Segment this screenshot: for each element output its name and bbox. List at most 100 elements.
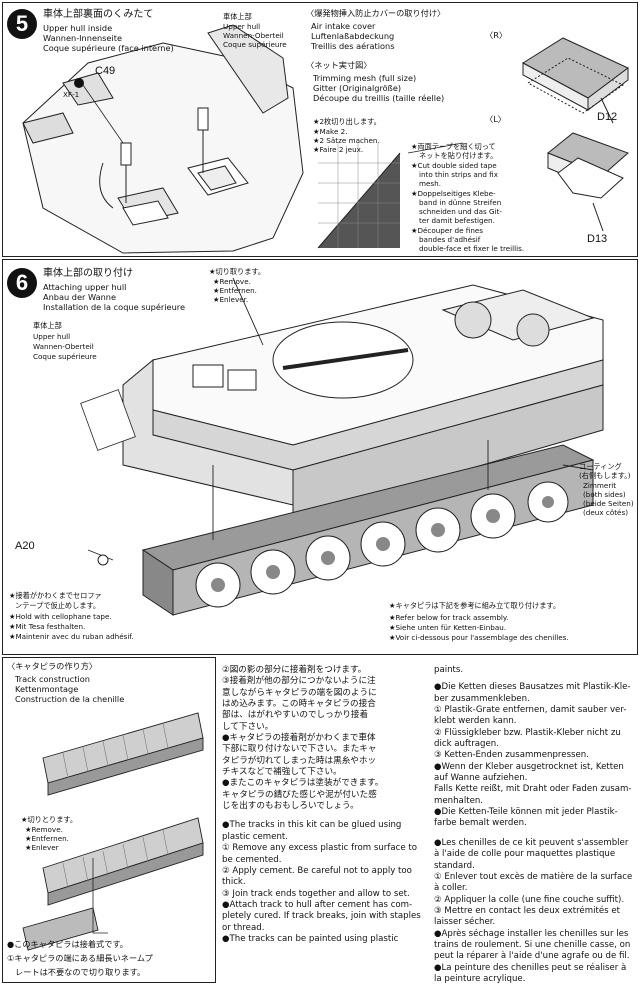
step6-remove-en: ★Remove. xyxy=(213,277,251,286)
hold-de: ★Mit Tesa festhalten. xyxy=(9,622,86,631)
step6-upper-hull-fr: Coque supérieure xyxy=(33,352,97,361)
track-instructions-col2: ②図の影の部分に接着剤をつけます。 ③接着剤が他の部分につかないように注 意しな… xyxy=(222,665,427,945)
col3-fr-5: à coller. xyxy=(434,883,468,894)
track-ref-fr: ★Voir ci-dessous pour l'assemblage des c… xyxy=(389,633,569,642)
make2-fr: ★Faire 2 jeux. xyxy=(313,145,364,154)
track-title-de: Kettenmontage xyxy=(15,684,79,694)
col2-ja-8: 下部に取り付けないで下さい。またキャ xyxy=(222,744,377,755)
coating-en-1: Zimmerit xyxy=(583,481,617,490)
col3-de-4: klebt werden kann. xyxy=(434,716,517,727)
cover-title-ja: 〈爆発物挿入防止カバーの取り付け〉 xyxy=(306,8,446,18)
col2-en-7: ③ Join track ends together and allow to … xyxy=(222,888,410,899)
col2-ja-11: ●またこのキャタピラは塗装ができます。 xyxy=(222,778,384,789)
tape-en-3: mesh. xyxy=(419,179,442,188)
col3-fr-6: ② Appliquer la colle (une fine couche su… xyxy=(434,894,625,905)
hold-ja-1: ★接着がかわくまでセロファ xyxy=(9,591,102,600)
step5-title-fr: Coque supérieure (face interne) xyxy=(43,43,174,53)
cover-title-fr: Treillis des aérations xyxy=(311,41,395,51)
tape-fr-2: bandes d'adhésif xyxy=(419,235,481,244)
step6-upper-hull-de: Wannen-Oberteil xyxy=(33,342,94,351)
col3-en-end: paints. xyxy=(434,665,464,675)
tape-de-4: ter damit befestigen. xyxy=(419,216,495,225)
track-remove-en: ★Remove. xyxy=(25,825,63,834)
track-instructions-col3: paints. ●Die Ketten dieses Bausatzes mit… xyxy=(434,665,638,985)
mesh-title-fr: Découpe du treillis (taille réelle) xyxy=(313,93,445,103)
coating-fr: (deux côtés) xyxy=(583,508,629,517)
coating-en-2: (both sides) xyxy=(583,490,626,499)
step5-panel: 5 車体上部裏面のくみたて Upper hull inside Wannen-I… xyxy=(2,2,638,257)
step6-remove-fr: ★Enlever. xyxy=(213,295,249,304)
col3-fr-12: ●La peinture des chenilles peut se réali… xyxy=(434,962,627,973)
col3-de-5: ② Flüssigkleber bzw. Plastik-Kleber nich… xyxy=(434,727,621,738)
hold-fr: ★Maintenir avec du ruban adhésif. xyxy=(9,632,134,641)
step5-title-en: Upper hull inside xyxy=(43,23,113,33)
col2-en-3: ① Remove any excess plastic from surface… xyxy=(222,843,417,854)
col3-fr-1: ●Les chenilles de ce kit peuvent s'assem… xyxy=(434,837,629,848)
track-note-ja-3: レートは不要なので切り取ります。 xyxy=(15,967,146,977)
coating-de: (beide Seiten) xyxy=(583,499,634,508)
step5-upper-hull-fr: Coque supérieure xyxy=(223,40,287,49)
step5-upper-hull-ja: 車体上部 xyxy=(223,12,252,21)
col3-fr-8: laisser sécher. xyxy=(434,917,496,928)
col3-fr-11: peut la réparer à l'aide d'une agrafe ou… xyxy=(434,951,630,962)
mesh-title-ja: 〈ネット実寸図〉 xyxy=(306,60,372,70)
track-title-en: Track construction xyxy=(15,674,90,684)
col2-en-11: ●The tracks can be painted using plastic xyxy=(222,933,399,944)
step6-title-ja: 車体上部の取り付け xyxy=(43,268,133,279)
tape-fr-3: double-face et fixer le treillis. xyxy=(419,244,525,253)
col2-ja-3: 意しながらキャタピラの端を図のように xyxy=(222,687,377,698)
col2-ja-2: ③接着剤が他の部分につかないように注 xyxy=(222,676,376,687)
step5-upper-hull-de: Wannen-Oberteil xyxy=(223,31,284,40)
coating-ja-2: (右側もします。) xyxy=(579,471,631,480)
col3-fr-4: ① Enlever tout excès de matière de la su… xyxy=(434,871,633,882)
cover-r-label: 〈R〉 xyxy=(485,30,508,40)
cover-l-label: 〈L〉 xyxy=(485,114,506,124)
col2-ja-12: キャタピラの錆びた感じや泥が付いた感 xyxy=(222,789,377,800)
tape-ja-1: ★両面テープを細く切って xyxy=(411,142,496,151)
track-ref-en: ★Refer below for track assembly. xyxy=(389,613,509,622)
col3-de-9: auf Wanne aufziehen. xyxy=(434,773,528,784)
col3-fr-13: la peinture acrylique. xyxy=(434,973,526,984)
col3-de-13: farbe bemalt werden. xyxy=(434,818,527,829)
col3-de-1: ●Die Ketten dieses Bausatzes mit Plastik… xyxy=(434,682,631,693)
part-c49-label: C49 xyxy=(95,65,116,77)
col2-en-5: ② Apply cement. Be careful not to apply … xyxy=(222,865,412,876)
tape-ja-2: ネットを貼り付けます。 xyxy=(419,151,498,160)
col3-de-6: dick auftragen. xyxy=(434,739,499,750)
step6-number: 6 xyxy=(7,268,37,298)
step5-illustration xyxy=(22,24,629,254)
col3-fr-7: ③ Mettre en contact les deux extrémités … xyxy=(434,905,620,916)
paint-xf1-label: XF-1 xyxy=(63,90,80,99)
hold-en: ★Hold with cellophane tape. xyxy=(9,612,112,621)
track-remove-de: ★Entfernen. xyxy=(25,834,69,843)
col2-en-2: plastic cement. xyxy=(222,831,289,842)
part-d12-label: D12 xyxy=(597,111,618,123)
track-remove-fr: ★Enlever xyxy=(25,843,59,852)
track-note-ja-1: ●このキャタピラは接着式です。 xyxy=(7,939,128,949)
col2-ja-13: じを出すのもおもしろいでしょう。 xyxy=(222,801,359,812)
col3-de-7: ③ Ketten-Enden zusammenpressen. xyxy=(434,750,589,761)
col3-de-10: Falls Kette reißt, mit Draht oder Faden … xyxy=(434,784,632,795)
col2-ja-1: ②図の影の部分に接着剤をつけます。 xyxy=(222,665,367,675)
col2-en-9: pletely cured. If track breaks, join wit… xyxy=(222,911,421,922)
col2-ja-5: 部は、はがれやすいのでしっかり接着 xyxy=(222,710,369,721)
step6-remove-ja: ★切り取ります。 xyxy=(209,267,266,276)
col3-fr-10: trains de roulement. Si une chenille cas… xyxy=(434,939,631,950)
col3-fr-2: à l'aide de colle pour maquettes plastiq… xyxy=(434,849,616,860)
step5-upper-hull-en: Upper hull xyxy=(223,22,261,31)
col2-ja-6: して下さい。 xyxy=(222,721,274,732)
tape-de-3: schneiden und das Git- xyxy=(419,207,502,216)
tape-en-2: into thin strips and fix xyxy=(419,170,498,179)
step6-title-de: Anbau der Wanne xyxy=(43,292,117,302)
tape-fr-1: ★Découper de fines xyxy=(411,226,484,235)
coating-ja-1: コーティング xyxy=(579,462,622,471)
make2-de: ★2 Sätze machen. xyxy=(313,136,380,145)
col3-de-12: ●Die Ketten-Teile können mit jeder Plast… xyxy=(434,807,618,818)
step6-upper-hull-en: Upper hull xyxy=(33,332,71,341)
mesh-title-en: Trimming mesh (full size) xyxy=(313,73,417,83)
col3-fr-9: ●Après séchage installer les chenilles s… xyxy=(434,928,629,939)
track-panel: 〈キャタピラの作り方〉 Track construction Kettenmon… xyxy=(2,657,216,983)
hold-ja-2: ンテープで仮止めします。 xyxy=(15,601,101,610)
step6-remove-de: ★Entfernen. xyxy=(213,286,257,295)
tape-de-1: ★Doppelseitiges Klebe- xyxy=(411,189,496,198)
